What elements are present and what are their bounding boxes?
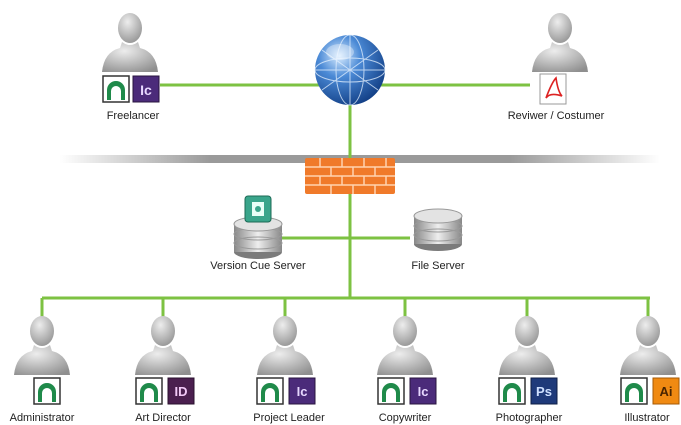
illustrator-app-icon [652,377,680,405]
version-cue-server-node [233,195,283,260]
copywriter-label: Copywriter [378,412,432,424]
user-administrator [14,316,70,405]
version-cue-logo-icon [135,377,163,405]
administrator-label: Administrator [9,412,75,424]
user-photographer: Ps [498,316,558,405]
photographer-label: Photographer [495,412,563,424]
person-silhouette-icon [532,13,588,72]
database-server-icon [413,208,463,252]
freelancer-node: Ic [102,13,160,103]
user-art-director: ID [135,316,195,405]
indesign-app-icon [167,377,195,405]
person-silhouette-icon [135,316,191,375]
person-silhouette-icon [102,13,158,72]
person-silhouette-icon [499,316,555,375]
photoshop-app-icon [530,377,558,405]
incopy-app-icon [288,377,316,405]
version-cue-logo-icon [33,377,61,405]
user-copywriter: Ic [377,316,437,405]
person-silhouette-icon [257,316,313,375]
acrobat-pdf-icon [539,73,567,105]
file-server-node [413,208,463,252]
user-project-leader: Ic [256,316,316,405]
version-cue-logo-icon [377,377,405,405]
incopy-app-icon [132,75,160,103]
person-silhouette-icon [377,316,433,375]
database-server-icon [233,216,283,260]
firewall-icon [305,158,395,194]
incopy-app-icon [409,377,437,405]
person-silhouette-icon [14,316,70,375]
version-cue-logo-icon [498,377,526,405]
version-cue-server-label: Version Cue Server [210,260,306,272]
incopy-badge-text: Ic [140,82,152,98]
illustrator-label: Illustrator [624,412,670,424]
reviewer-node [532,13,588,105]
globe-icon [314,34,386,106]
badge-illustrator: Ai [660,384,673,399]
user-illustrator: Ai [620,316,680,405]
file-server-label: File Server [411,260,465,272]
version-cue-logo-icon [102,75,130,103]
badge-photographer: Ps [536,384,552,399]
art-director-label: Art Director [135,412,191,424]
badge-art-director: ID [175,384,188,399]
version-cue-logo-icon [620,377,648,405]
badge-project-leader: Ic [297,384,308,399]
version-cue-logo-icon [256,377,284,405]
person-silhouette-icon [620,316,676,375]
reviewer-label: Reviwer / Costumer [507,110,605,122]
freelancer-label: Freelancer [106,110,160,122]
project-leader-label: Project Leader [253,412,325,424]
badge-copywriter: Ic [418,384,429,399]
